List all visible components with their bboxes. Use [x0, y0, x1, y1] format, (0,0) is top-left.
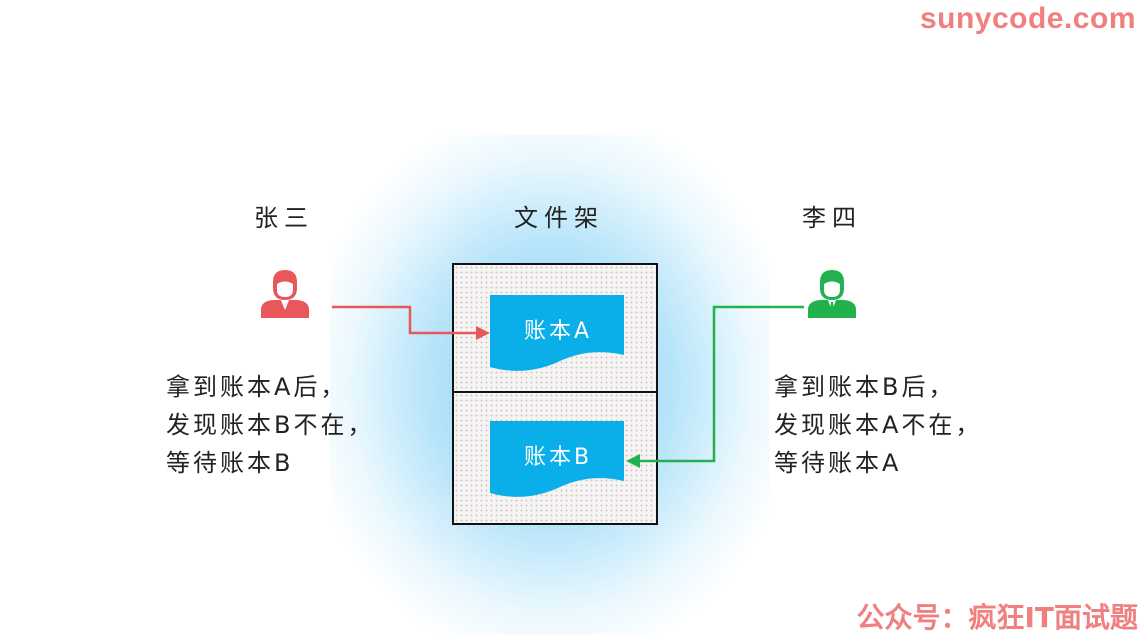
shelf-title: 文件架	[514, 204, 604, 232]
ledger-a: 账本A	[490, 295, 626, 375]
red-person-icon	[261, 270, 309, 318]
brand-watermark: sunycode.com	[919, 2, 1136, 35]
green-arrow	[626, 305, 804, 468]
left-person-name: 张三	[254, 204, 314, 232]
right-note-line: 拿到账本B后，	[774, 373, 956, 401]
ledger-a-label: 账本A	[523, 319, 593, 344]
ledger-b-shape	[490, 421, 624, 497]
right-note-line: 等待账本A	[774, 449, 902, 477]
shelf-drawer-top: 账本A	[454, 265, 656, 393]
left-note-line: 发现账本B不在，	[166, 411, 375, 439]
left-note: 拿到账本A后， 发现账本B不在， 等待账本B	[166, 368, 374, 482]
red-arrow	[332, 305, 490, 340]
left-note-line: 拿到账本A后，	[166, 373, 348, 401]
left-note-line: 等待账本B	[166, 449, 294, 477]
right-note-line: 发现账本A不在，	[774, 411, 983, 439]
ledger-b: 账本B	[490, 421, 626, 501]
shelf-drawer-bottom: 账本B	[454, 393, 656, 523]
ledger-a-shape	[490, 295, 624, 371]
file-shelf: 账本A 账本B	[452, 263, 658, 525]
right-person-name: 李四	[802, 204, 862, 232]
right-note: 拿到账本B后， 发现账本A不在， 等待账本A	[774, 368, 982, 482]
ledger-b-label: 账本B	[523, 445, 593, 470]
footer-watermark: 公众号：疯狂IT面试题	[856, 601, 1138, 634]
green-person-icon	[808, 270, 856, 318]
